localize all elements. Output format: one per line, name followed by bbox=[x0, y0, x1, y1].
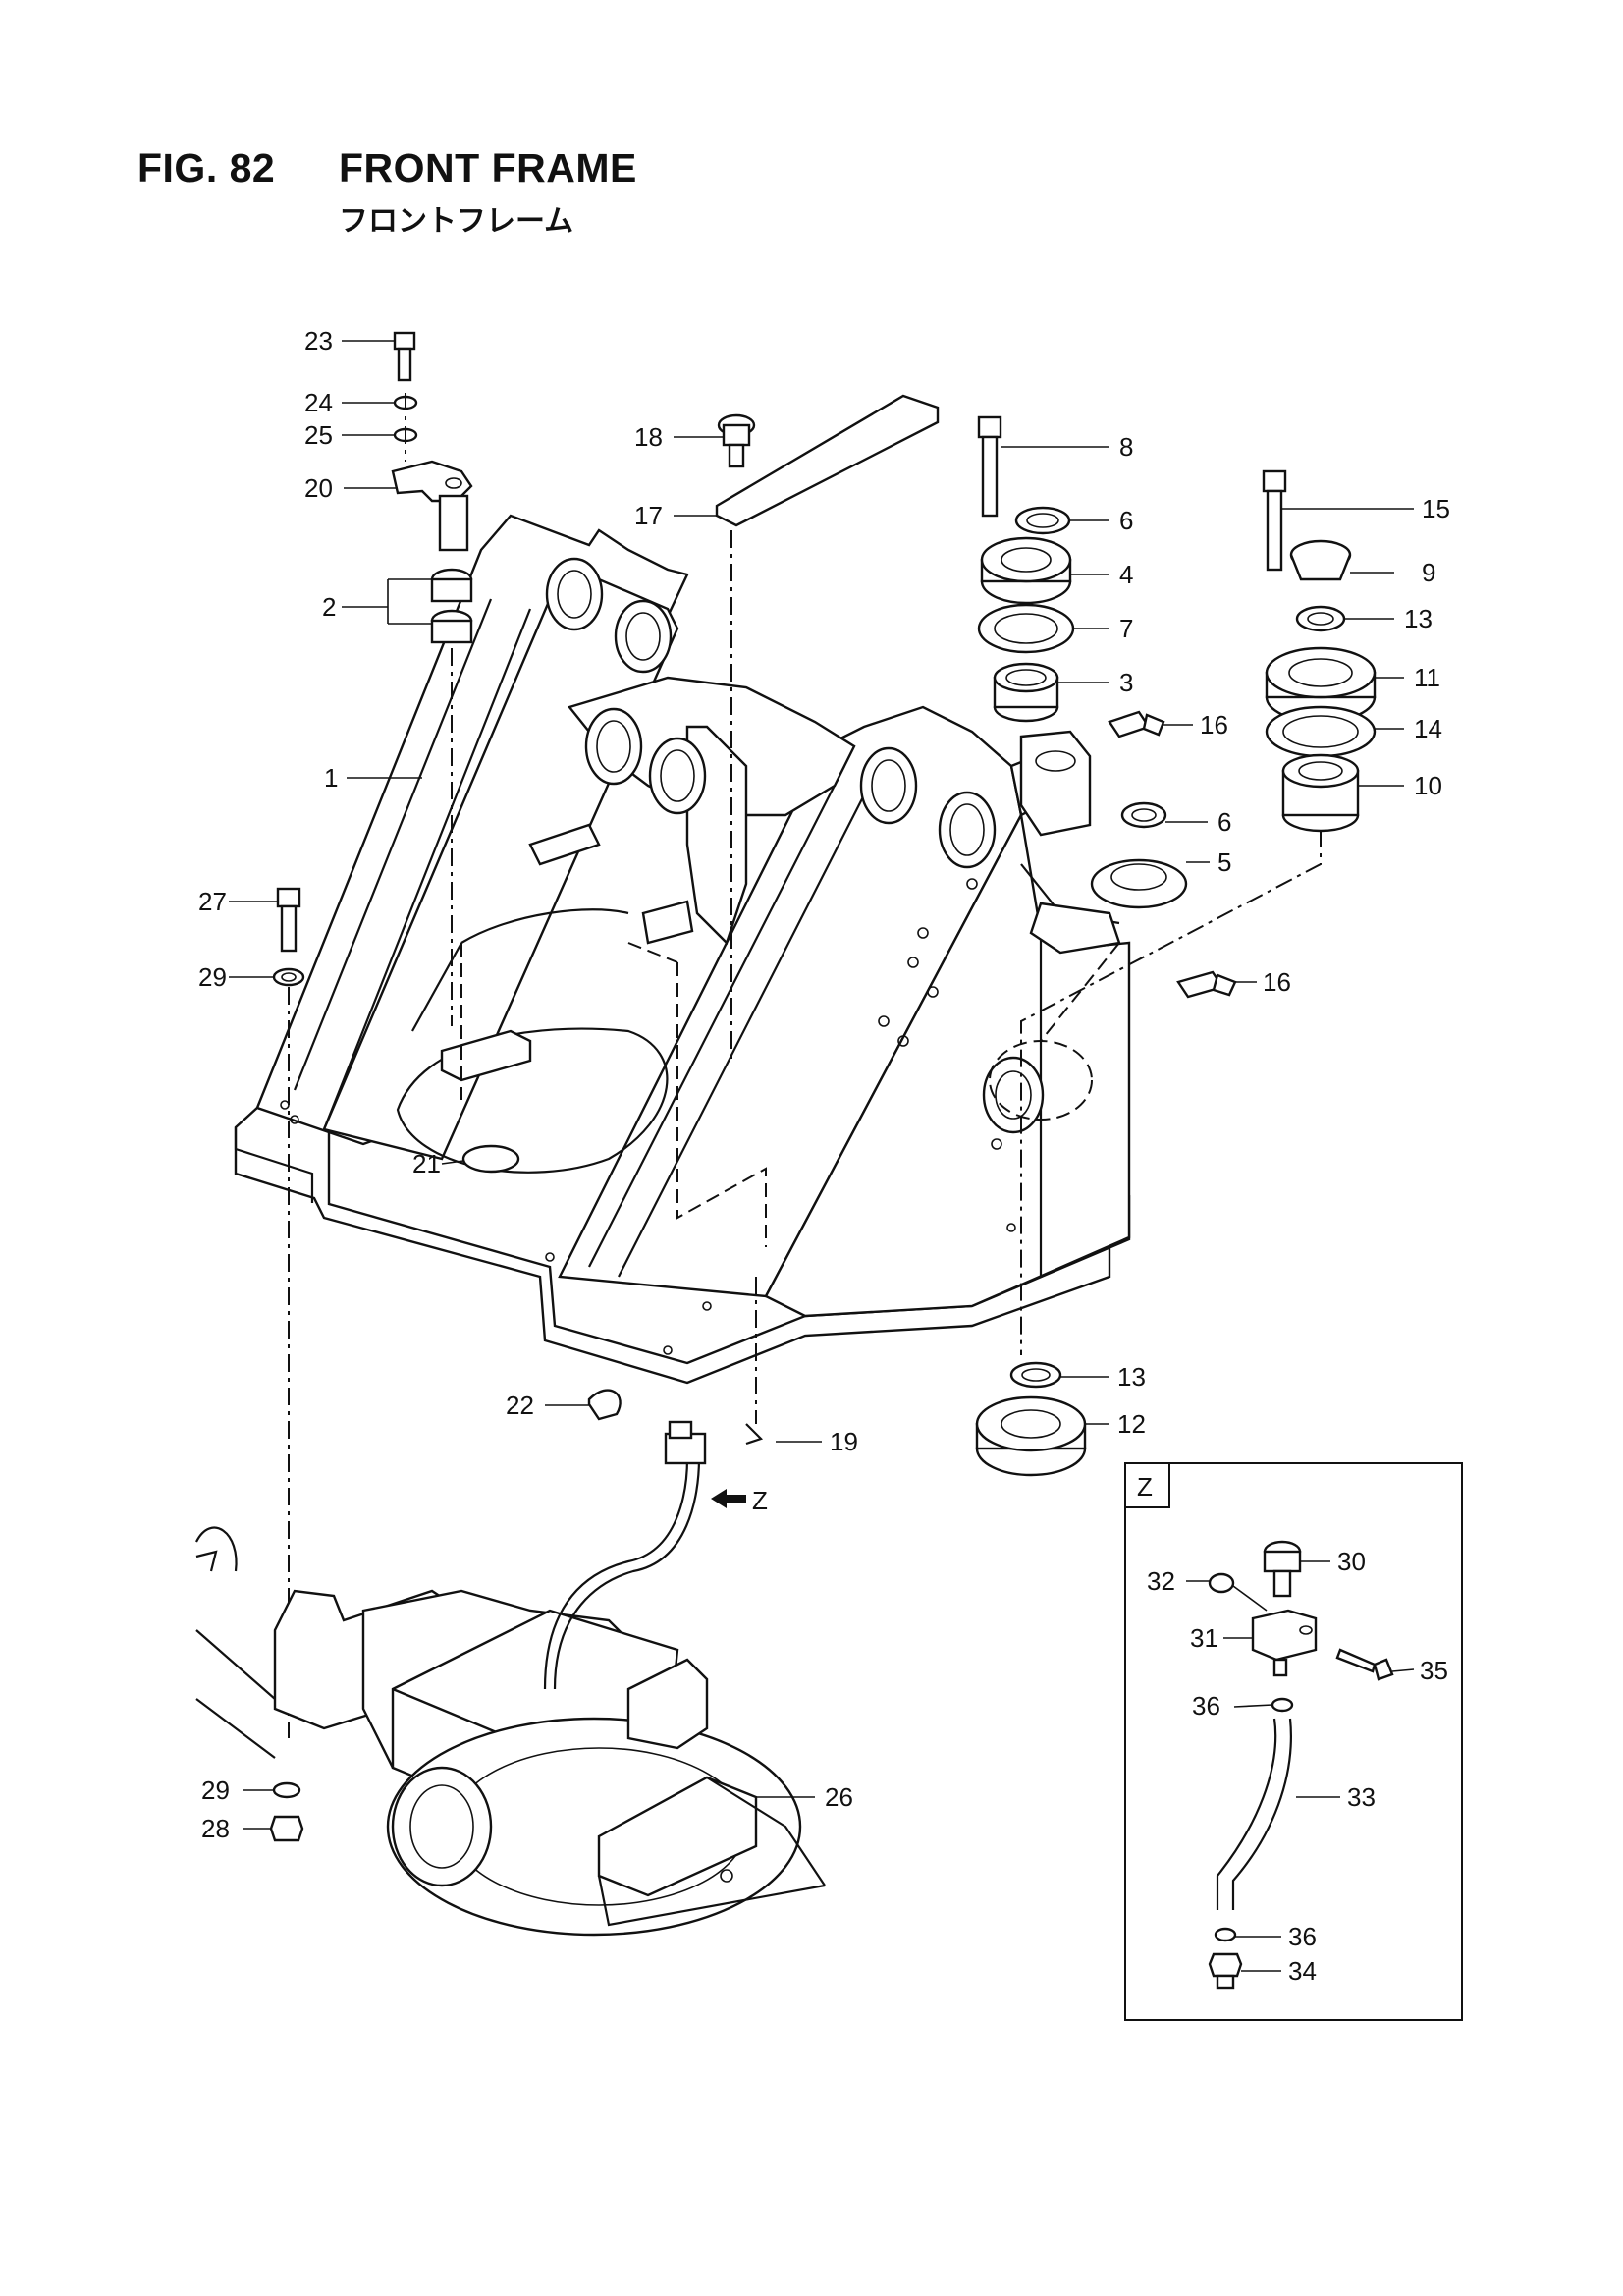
callout-28: 28 bbox=[201, 1814, 230, 1843]
callout-30: 30 bbox=[1337, 1547, 1366, 1576]
callout-15: 15 bbox=[1422, 494, 1450, 523]
callout-18: 18 bbox=[634, 422, 663, 452]
callout-16-lower: 16 bbox=[1263, 967, 1291, 997]
callout-19: 19 bbox=[830, 1427, 858, 1456]
callout-7: 7 bbox=[1119, 614, 1133, 643]
detail-view-label: Z bbox=[1137, 1472, 1153, 1502]
lower-hinge-left-stack bbox=[1090, 710, 1237, 999]
callout-31: 31 bbox=[1190, 1623, 1218, 1653]
callout-9: 9 bbox=[1422, 558, 1435, 587]
figure-name: FRONT FRAME bbox=[339, 145, 637, 191]
callout-32: 32 bbox=[1147, 1566, 1175, 1596]
callout-27: 27 bbox=[198, 887, 227, 916]
figure-number: FIG. 82 bbox=[137, 145, 276, 191]
upper-hinge-stack bbox=[977, 415, 1075, 723]
callout-22: 22 bbox=[506, 1391, 534, 1420]
figure-subtitle-japanese: フロントフレーム bbox=[339, 204, 574, 239]
callout-10: 10 bbox=[1414, 771, 1442, 800]
callout-labels: 23 24 25 20 2 1 27 29 21 22 19 18 17 8 6… bbox=[198, 326, 1450, 1986]
callout-35: 35 bbox=[1420, 1656, 1448, 1685]
pin-18-plate-17 bbox=[715, 394, 940, 1424]
leader-lines bbox=[229, 340, 1415, 1972]
callout-11: 11 bbox=[1414, 663, 1440, 692]
callout-8: 8 bbox=[1119, 432, 1133, 462]
callout-6-lower: 6 bbox=[1217, 807, 1231, 837]
callout-36-upper: 36 bbox=[1192, 1691, 1220, 1721]
washer-29-nut-28 bbox=[269, 1781, 304, 1842]
callout-13-upper: 13 bbox=[1404, 604, 1433, 633]
callout-20: 20 bbox=[304, 473, 333, 503]
callout-16-upper: 16 bbox=[1200, 710, 1228, 739]
callout-36-lower: 36 bbox=[1288, 1922, 1317, 1951]
callout-13-lower: 13 bbox=[1117, 1362, 1146, 1392]
callout-17: 17 bbox=[634, 501, 663, 530]
callout-14: 14 bbox=[1414, 714, 1442, 743]
callout-5: 5 bbox=[1217, 847, 1231, 877]
callout-24: 24 bbox=[304, 388, 333, 417]
axle-assembly bbox=[195, 1526, 826, 1937]
callout-12: 12 bbox=[1117, 1409, 1146, 1439]
callout-29-upper: 29 bbox=[198, 962, 227, 992]
lower-bearing-13-12 bbox=[975, 1361, 1087, 1477]
callout-3: 3 bbox=[1119, 668, 1133, 697]
hose-to-breather bbox=[543, 1420, 746, 1690]
callout-1: 1 bbox=[324, 763, 338, 793]
callout-23: 23 bbox=[304, 326, 333, 355]
callout-4: 4 bbox=[1119, 560, 1133, 589]
callout-6-upper: 6 bbox=[1119, 506, 1133, 535]
callout-26: 26 bbox=[825, 1782, 853, 1812]
detail-view-z-box bbox=[1124, 1462, 1463, 2021]
callout-34: 34 bbox=[1288, 1956, 1317, 1986]
callout-25: 25 bbox=[304, 420, 333, 450]
view-arrow-label: Z bbox=[752, 1486, 768, 1515]
figure-title: FIG. 82 FRONT FRAME bbox=[137, 145, 637, 191]
callout-21: 21 bbox=[412, 1149, 441, 1178]
callout-29-lower: 29 bbox=[201, 1776, 230, 1805]
callout-2: 2 bbox=[322, 592, 336, 622]
callout-33: 33 bbox=[1347, 1782, 1376, 1812]
small-fasteners-left bbox=[272, 887, 764, 1738]
front-frame-body bbox=[234, 514, 1131, 1385]
